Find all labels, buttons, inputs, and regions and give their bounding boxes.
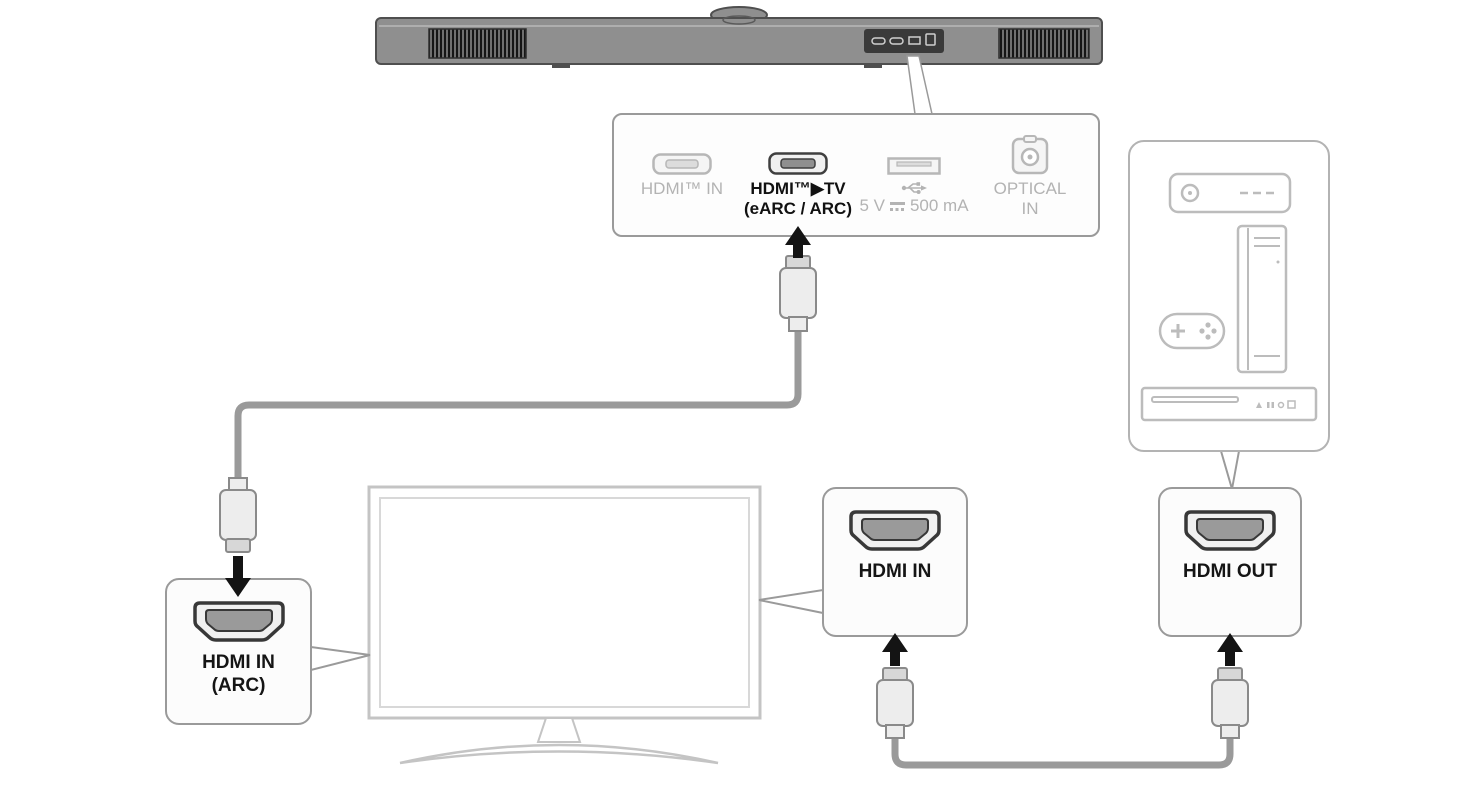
mini-hdmi-port-icon [871,37,886,45]
tv-arc-sublabel: (ARC) [211,675,266,696]
tv-stand-base [399,743,719,765]
soundbar-ports-panel: HDMI™ IN HDMI™▶TV (eARC / ARC) [612,113,1100,237]
set-top-box-icon [1168,172,1292,214]
hdmi-plug-tv-arc [219,477,257,553]
callout-tv-hdmi-in: HDMI IN [822,487,968,637]
soundbar-foot [552,63,570,68]
hdmi-tv-label: HDMI™▶TV [750,179,846,198]
external-devices-art [1140,172,1318,422]
callout-pointer-tv-arc [310,645,371,672]
soundbar-illustration [375,6,1103,68]
port-hdmi-tv-out: HDMI™▶TV (eARC / ARC) [740,125,856,235]
hdmi-plug-device-out [1211,667,1249,739]
soundbar-foot [864,63,882,68]
hdmi-plug-tv-in [876,667,914,739]
callout-pointer-tv-hdmi-in [758,588,824,615]
bluray-player-icon [1140,386,1318,422]
optical-sublabel: IN [1021,199,1039,218]
mini-optical-port-icon [925,33,936,46]
usb-trident-icon [901,181,927,194]
dc-symbol-icon [889,201,905,211]
hdmi-in-label: HDMI™ IN [640,179,724,198]
hdmi-connector-icon [192,601,285,642]
hdmi-cable-soundbar-to-tv [234,328,802,482]
usb-rating-label: 5 V 500 mA [859,196,968,216]
hdmi-connector-icon [849,510,941,551]
callout-tv-hdmi-in-arc: HDMI IN (ARC) [165,578,312,725]
external-devices-panel [1128,140,1330,452]
hdmi-connector-icon [1184,510,1276,551]
mini-hdmi-port-icon [889,37,904,45]
hdmi-in-port-icon [652,153,712,175]
soundbar-port-recess [864,29,944,53]
device-hdmi-out-label: HDMI OUT [1183,561,1277,582]
tv-stand-neck [536,717,582,743]
usb-port-icon [887,157,941,175]
hdmi-tv-port-icon [768,152,828,175]
soundbar-left-grille [428,28,527,59]
soundbar-right-grille [998,28,1090,59]
hdmi-tv-sublabel: (eARC / ARC) [744,199,852,218]
callout-device-hdmi-out: HDMI OUT [1158,487,1302,637]
usb-voltage: 5 V [859,196,885,215]
tv-screen [379,497,750,708]
tv-arc-label: HDMI IN [202,652,275,673]
game-console-icon [1236,224,1288,374]
usb-current: 500 mA [909,196,969,215]
hdmi-cable-device-to-tv [891,736,1234,769]
port-optical: OPTICAL IN [972,125,1088,235]
mini-usb-port-icon [908,36,921,45]
game-controller-icon [1158,312,1226,350]
hdmi-plug-soundbar [779,255,817,332]
optical-label: OPTICAL [993,179,1067,198]
tv-illustration [367,485,762,765]
port-usb: 5 V 500 mA [856,125,972,235]
optical-port-icon [1011,135,1049,175]
port-hdmi-in: HDMI™ IN [624,125,740,235]
tv-hdmi-in-label: HDMI IN [858,561,932,582]
callout-pointer-devices [1219,450,1241,490]
